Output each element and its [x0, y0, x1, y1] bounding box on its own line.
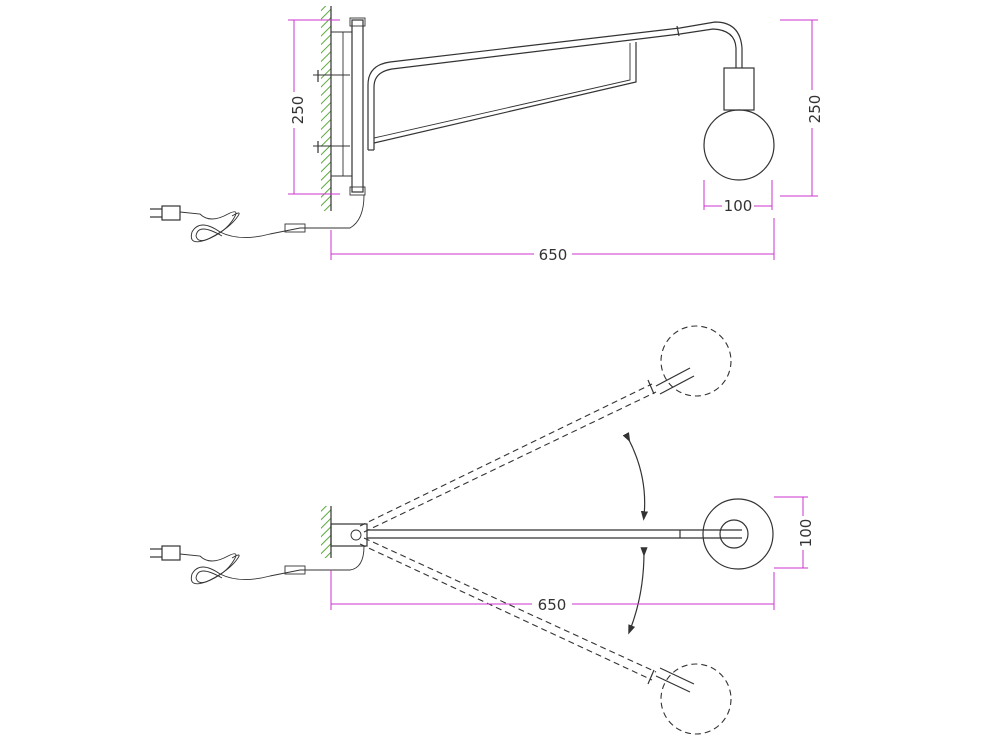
bulb-icon [660, 325, 732, 397]
rotation-arrow-icon [622, 432, 649, 635]
dim-top-total-length: 650 [330, 570, 775, 614]
dim-top-bulb-width: 100 [774, 496, 818, 569]
mount-block [330, 523, 368, 547]
plug-icon [150, 205, 181, 221]
bulb-icon [703, 67, 775, 181]
dim-right-height: 250 [780, 19, 824, 197]
plug-icon [150, 545, 181, 561]
dim-right-height-label: 250 [806, 95, 824, 124]
dim-left-height: 250 [282, 19, 340, 195]
bulb-icon [660, 663, 732, 735]
wall-plate [313, 17, 366, 196]
dim-top-bulb-width-label: 100 [797, 519, 815, 548]
wall-hatch-icon [321, 6, 332, 211]
center-arm [367, 529, 742, 539]
top-view: 100 650 [150, 325, 818, 735]
dim-total-length-label: 650 [539, 246, 568, 264]
swing-arm [367, 21, 743, 151]
cable [179, 194, 365, 243]
dim-bulb-width: 100 [703, 180, 773, 215]
upper-arm-position [359, 367, 695, 533]
bulb-icon [702, 498, 774, 570]
dim-top-total-length-label: 650 [538, 596, 567, 614]
side-view: 250 250 100 650 [150, 6, 824, 264]
wall-hatch-icon [321, 506, 332, 558]
dim-bulb-width-label: 100 [724, 197, 753, 215]
dim-total-length: 650 [330, 218, 775, 264]
cable [179, 545, 365, 585]
lower-arm-position [359, 537, 695, 693]
dim-left-height-label: 250 [289, 96, 307, 125]
